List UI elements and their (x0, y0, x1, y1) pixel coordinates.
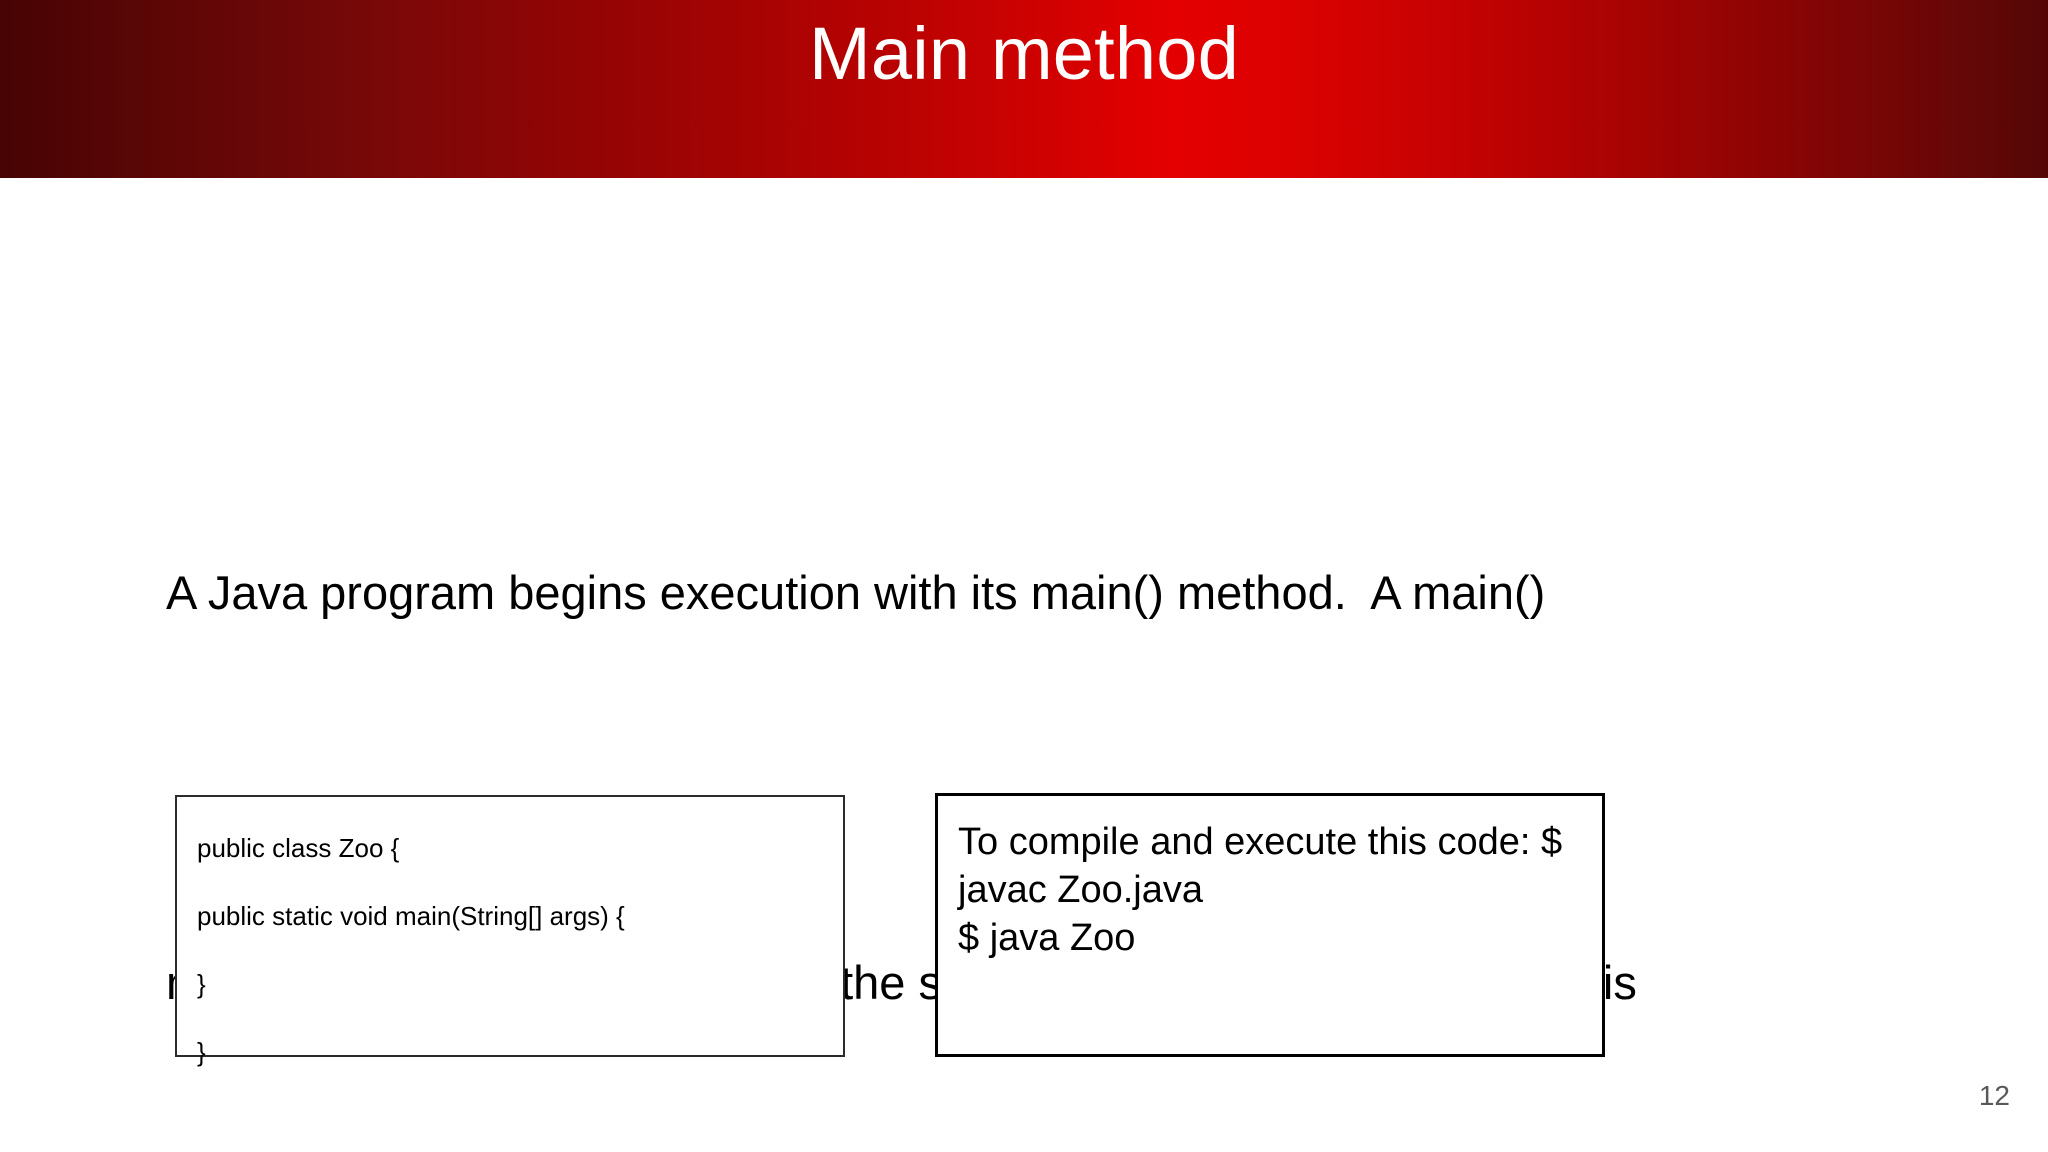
command-instructions-content: To compile and execute this code: $ java… (958, 818, 1592, 962)
body-line-1: A Java program begins execution with its… (166, 566, 1546, 619)
code-line-2: public static void main(String[] args) { (197, 901, 625, 931)
page-title: Main method (809, 12, 1239, 95)
title-banner: Main method (0, 0, 2048, 178)
code-line-1: public class Zoo { (197, 833, 400, 863)
command-line-2: javac Zoo.java (958, 869, 1204, 911)
command-instructions-box: To compile and execute this code: $ java… (935, 793, 1605, 1057)
code-sample-box: public class Zoo { public static void ma… (175, 795, 845, 1067)
code-line-3: } (197, 969, 206, 999)
command-line-3: $ java Zoo (958, 917, 1136, 959)
command-line-1: To compile and execute this code: $ (958, 821, 1563, 863)
code-sample-content: public class Zoo { public static void ma… (197, 814, 835, 1086)
code-line-4: } (197, 1037, 206, 1067)
page-number: 12 (1978, 1080, 2010, 1111)
